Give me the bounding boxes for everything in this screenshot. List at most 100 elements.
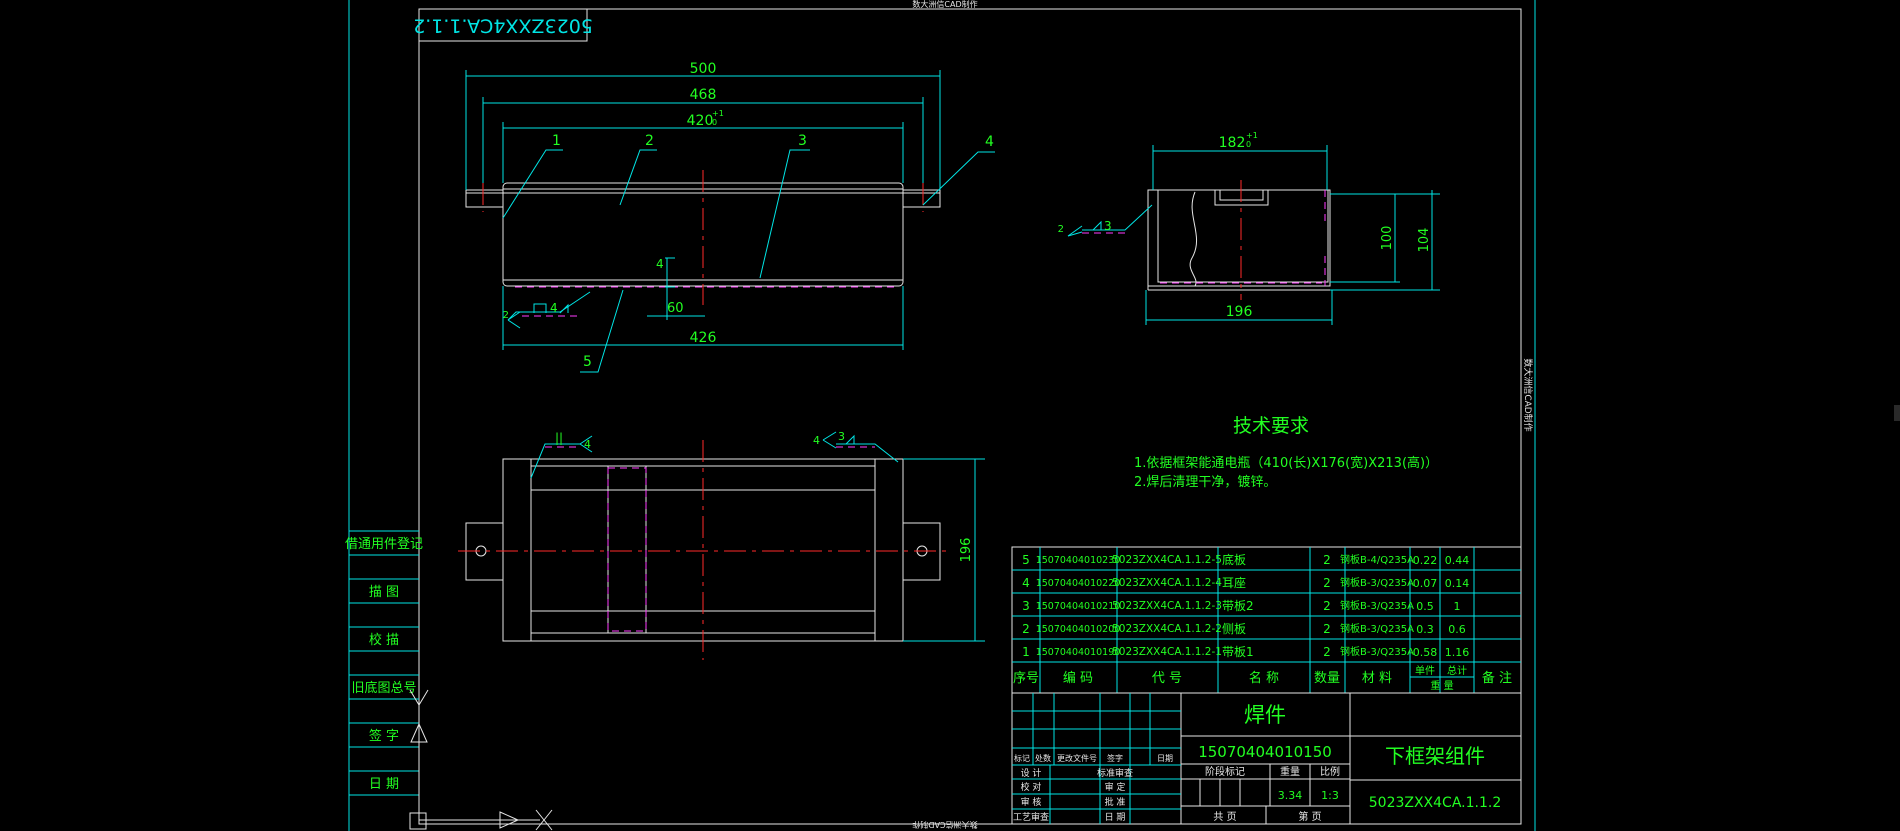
bom-r3-name: 侧板 <box>1222 622 1246 636</box>
right-caption: 数大洲信CAD制作 <box>1522 358 1534 431</box>
side-dim-width-top: 182 <box>1219 135 1246 151</box>
tb-label-sheet: 第 页 <box>1298 810 1321 823</box>
front-balloon-3: 3 <box>798 133 807 149</box>
bom-r1-material: 钢板B-3/Q235A <box>1340 576 1414 589</box>
bom-r0-material: 钢板B-4/Q235A <box>1340 553 1414 566</box>
front-weld-size: 4 <box>550 301 558 315</box>
bom-r4-no: 1 <box>1022 645 1030 659</box>
bom-r0-drawing: 5023ZXX4CA.1.1.2-5 <box>1112 554 1222 566</box>
tech-line-2: 2.焊后清理干净，镀锌。 <box>1134 474 1276 490</box>
side-label-0: 借通用件登记 <box>345 537 423 552</box>
bom-r1-no: 4 <box>1022 576 1030 590</box>
tb-rev-h2: 更改文件号 <box>1057 753 1097 763</box>
bom-r0-unit: 0.22 <box>1413 554 1438 567</box>
top-dim-depth: 196 <box>959 538 974 563</box>
tb-label-stage: 阶段标记 <box>1205 765 1245 778</box>
front-balloon-1: 1 <box>552 133 561 149</box>
bom-r4-material: 钢板B-3/Q235A <box>1340 645 1414 658</box>
tb-role-l1: 校 对 <box>1021 781 1042 793</box>
bom-h-weight: 重 量 <box>1430 679 1453 692</box>
side-dim-height-inner: 100 <box>1380 226 1395 251</box>
bom-r4-drawing: 5023ZXX4CA.1.1.2-1 <box>1112 646 1222 658</box>
tb-part-type: 焊件 <box>1244 703 1286 727</box>
front-dim-offset: 60 <box>667 301 684 316</box>
bom-r3-material: 钢板B-3/Q235A <box>1340 622 1414 635</box>
tb-rev-h1: 处数 <box>1035 753 1051 763</box>
bom-r0-total: 0.44 <box>1445 554 1470 567</box>
bom-r4-code: 15070404010190 <box>1036 647 1121 658</box>
side-label-4: 签 字 <box>369 728 399 744</box>
bom-table: 5 15070404010230 5023ZXX4CA.1.1.2-5 底板 2… <box>1011 546 1522 694</box>
top-view: 196 || 4 4 3 <box>458 430 985 660</box>
top-weld-left-num: 4 <box>584 438 591 451</box>
bom-h-drawing: 代 号 <box>1152 671 1182 686</box>
drawing-frame <box>348 0 1536 831</box>
side-weld-num: 2 <box>1058 224 1064 235</box>
side-label-3: 旧底图总号 <box>351 680 416 696</box>
front-balloon-2: 2 <box>645 133 654 149</box>
side-label-2: 校 描 <box>369 632 399 648</box>
tech-line-1: 1.依据框架能通电瓶（410(长)X176(宽)X213(高)） <box>1134 455 1438 471</box>
bom-r2-qty: 2 <box>1323 599 1331 613</box>
bom-r2-drawing: 5023ZXX4CA.1.1.2-3 <box>1112 600 1222 612</box>
tb-rev-h4: 日期 <box>1157 754 1173 763</box>
bom-r3-qty: 2 <box>1323 622 1331 636</box>
bom-r3-code: 15070404010200 <box>1036 624 1121 635</box>
front-weld-num: 2 <box>503 310 509 321</box>
bom-h-code: 编 码 <box>1063 671 1093 686</box>
bom-r4-name: 带板1 <box>1222 645 1254 659</box>
bom-h-unit: 单件 <box>1415 665 1435 677</box>
bom-h-total: 总计 <box>1447 664 1467 677</box>
tb-label-weight: 重量 <box>1280 765 1300 778</box>
bom-r3-no: 2 <box>1022 622 1030 636</box>
tb-weight: 3.34 <box>1278 789 1303 802</box>
tb-label-sheets: 共 页 <box>1213 811 1236 823</box>
tb-label-scale: 比例 <box>1320 765 1340 778</box>
side-dim-height-outer: 104 <box>1417 228 1432 253</box>
tb-role-r0: 标准审查 <box>1097 767 1133 779</box>
tb-code: 15070404010150 <box>1198 743 1332 761</box>
bom-r1-total: 0.14 <box>1445 577 1470 590</box>
front-dim-bottom: 426 <box>690 330 717 346</box>
side-label-1: 描 图 <box>369 585 399 600</box>
title-block: 标记 处数 更改文件号 签字 日期 设 计 校 对 审 核 工艺审查 标准审查 … <box>1011 692 1522 825</box>
bom-r1-drawing: 5023ZXX4CA.1.1.2-4 <box>1112 577 1222 589</box>
scrollbar-handle[interactable] <box>1894 405 1900 421</box>
front-dim-mid: 468 <box>690 87 717 103</box>
tb-role-l3: 工艺审查 <box>1013 811 1049 823</box>
bom-r0-no: 5 <box>1022 553 1030 567</box>
bom-r0-name: 底板 <box>1222 552 1246 567</box>
tb-role-r2: 批 准 <box>1105 796 1126 808</box>
bom-h-qty: 数量 <box>1314 671 1340 686</box>
tb-drawing-no: 5023ZXX4CA.1.1.2 <box>1369 795 1502 811</box>
tb-scale: 1:3 <box>1321 789 1339 802</box>
bottom-caption: 数大洲信CAD制作 <box>912 820 977 830</box>
side-label-5: 日 期 <box>369 777 399 792</box>
top-weld-right-num: 4 <box>813 434 820 447</box>
front-dim-depth: 4 <box>656 257 664 271</box>
front-dim-overall: 500 <box>690 61 717 77</box>
bom-h-no: 序号 <box>1013 671 1039 686</box>
tb-role-l0: 设 计 <box>1021 767 1042 779</box>
bom-r3-total: 0.6 <box>1448 623 1466 636</box>
bom-h-material: 材 料 <box>1362 671 1392 686</box>
tb-role-l2: 审 核 <box>1021 796 1042 808</box>
bom-r2-material: 钢板B-3/Q235A <box>1340 599 1414 612</box>
bom-r3-unit: 0.3 <box>1416 623 1434 636</box>
top-caption: 数大洲信CAD制作 <box>912 0 977 9</box>
tb-rev-h3: 签字 <box>1107 753 1123 763</box>
bom-r4-total: 1.16 <box>1445 646 1470 659</box>
side-label-column: 借通用件登记 描 图 校 描 旧底图总号 签 字 日 期 <box>345 530 423 796</box>
front-dim-inner: 420 <box>687 113 714 129</box>
front-balloon-5: 5 <box>583 354 592 370</box>
bom-r4-unit: 0.58 <box>1413 646 1438 659</box>
bom-r2-no: 3 <box>1022 599 1030 613</box>
bom-r1-unit: 0.07 <box>1413 577 1438 590</box>
tb-rev-h0: 标记 <box>1014 753 1030 763</box>
bom-r3-drawing: 5023ZXX4CA.1.1.2-2 <box>1112 623 1222 635</box>
